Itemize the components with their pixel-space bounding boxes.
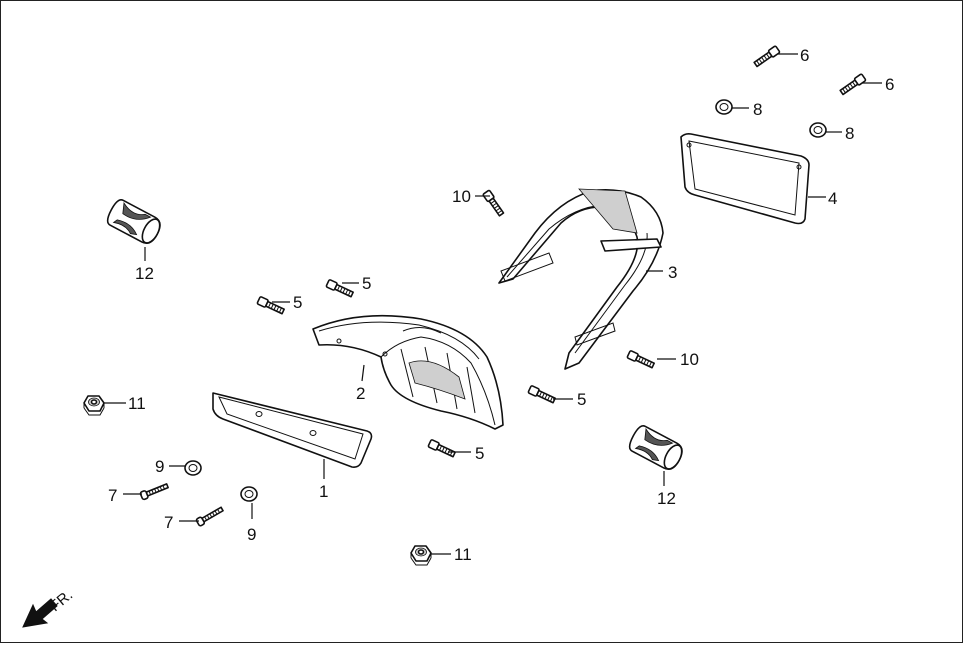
grip-part-12-right [625,422,687,474]
leader-lines [104,53,882,555]
bolt-part-5-a [256,295,286,316]
callout-10-b: 10 [680,350,699,369]
callout-8-a: 8 [753,100,762,119]
grip-part-12-left [103,196,165,248]
callout-6-a: 6 [800,46,809,65]
callout-9-b: 9 [247,525,256,544]
washer-part-8-a [715,99,733,115]
screw-part-7-a [139,481,170,501]
bolt-part-10-b [626,349,656,370]
washer-part-9-b [240,486,258,502]
callout-12-a: 12 [135,264,154,283]
callout-4: 4 [828,189,837,208]
bolt-part-10-a [481,189,506,218]
bolt-part-5-d [427,438,457,459]
screw-part-7-b [195,504,225,528]
bolt-part-6-a [752,44,781,69]
washer-part-8-b [809,122,827,138]
plate-gasket-part-1 [212,392,373,468]
callout-6-b: 6 [885,75,894,94]
nut-part-11-b [410,545,432,566]
callout-5-c: 5 [577,390,586,409]
front-arrow-icon [22,598,58,628]
callout-3: 3 [668,263,677,282]
callout-9-a: 9 [155,457,164,476]
callout-11-b: 11 [454,545,472,564]
callout-5-d: 5 [475,444,484,463]
callout-5-b: 5 [362,274,371,293]
callout-12-b: 12 [657,489,676,508]
callout-11-a: 11 [128,394,146,413]
rear-fender-part-2 [312,314,504,430]
plate-holder-part-4 [680,133,810,225]
callout-8-b: 8 [845,124,854,143]
callout-7-b: 7 [164,513,173,532]
callout-numbers: 1 2 3 4 5 5 5 5 6 6 7 7 8 8 9 9 10 10 11… [108,46,894,564]
callout-10-a: 10 [452,187,471,206]
bolt-part-6-b [838,72,867,97]
bolt-part-5-b [325,278,355,299]
callout-5-a: 5 [293,293,302,312]
license-bracket-part-3 [498,188,664,370]
front-direction-indicator: FR. [22,587,76,628]
nut-part-11-a [83,395,105,416]
washer-part-9-a [184,460,202,476]
bolt-part-5-c [527,384,557,405]
callout-2: 2 [356,384,365,403]
callout-1: 1 [319,482,328,501]
callout-7-a: 7 [108,486,117,505]
